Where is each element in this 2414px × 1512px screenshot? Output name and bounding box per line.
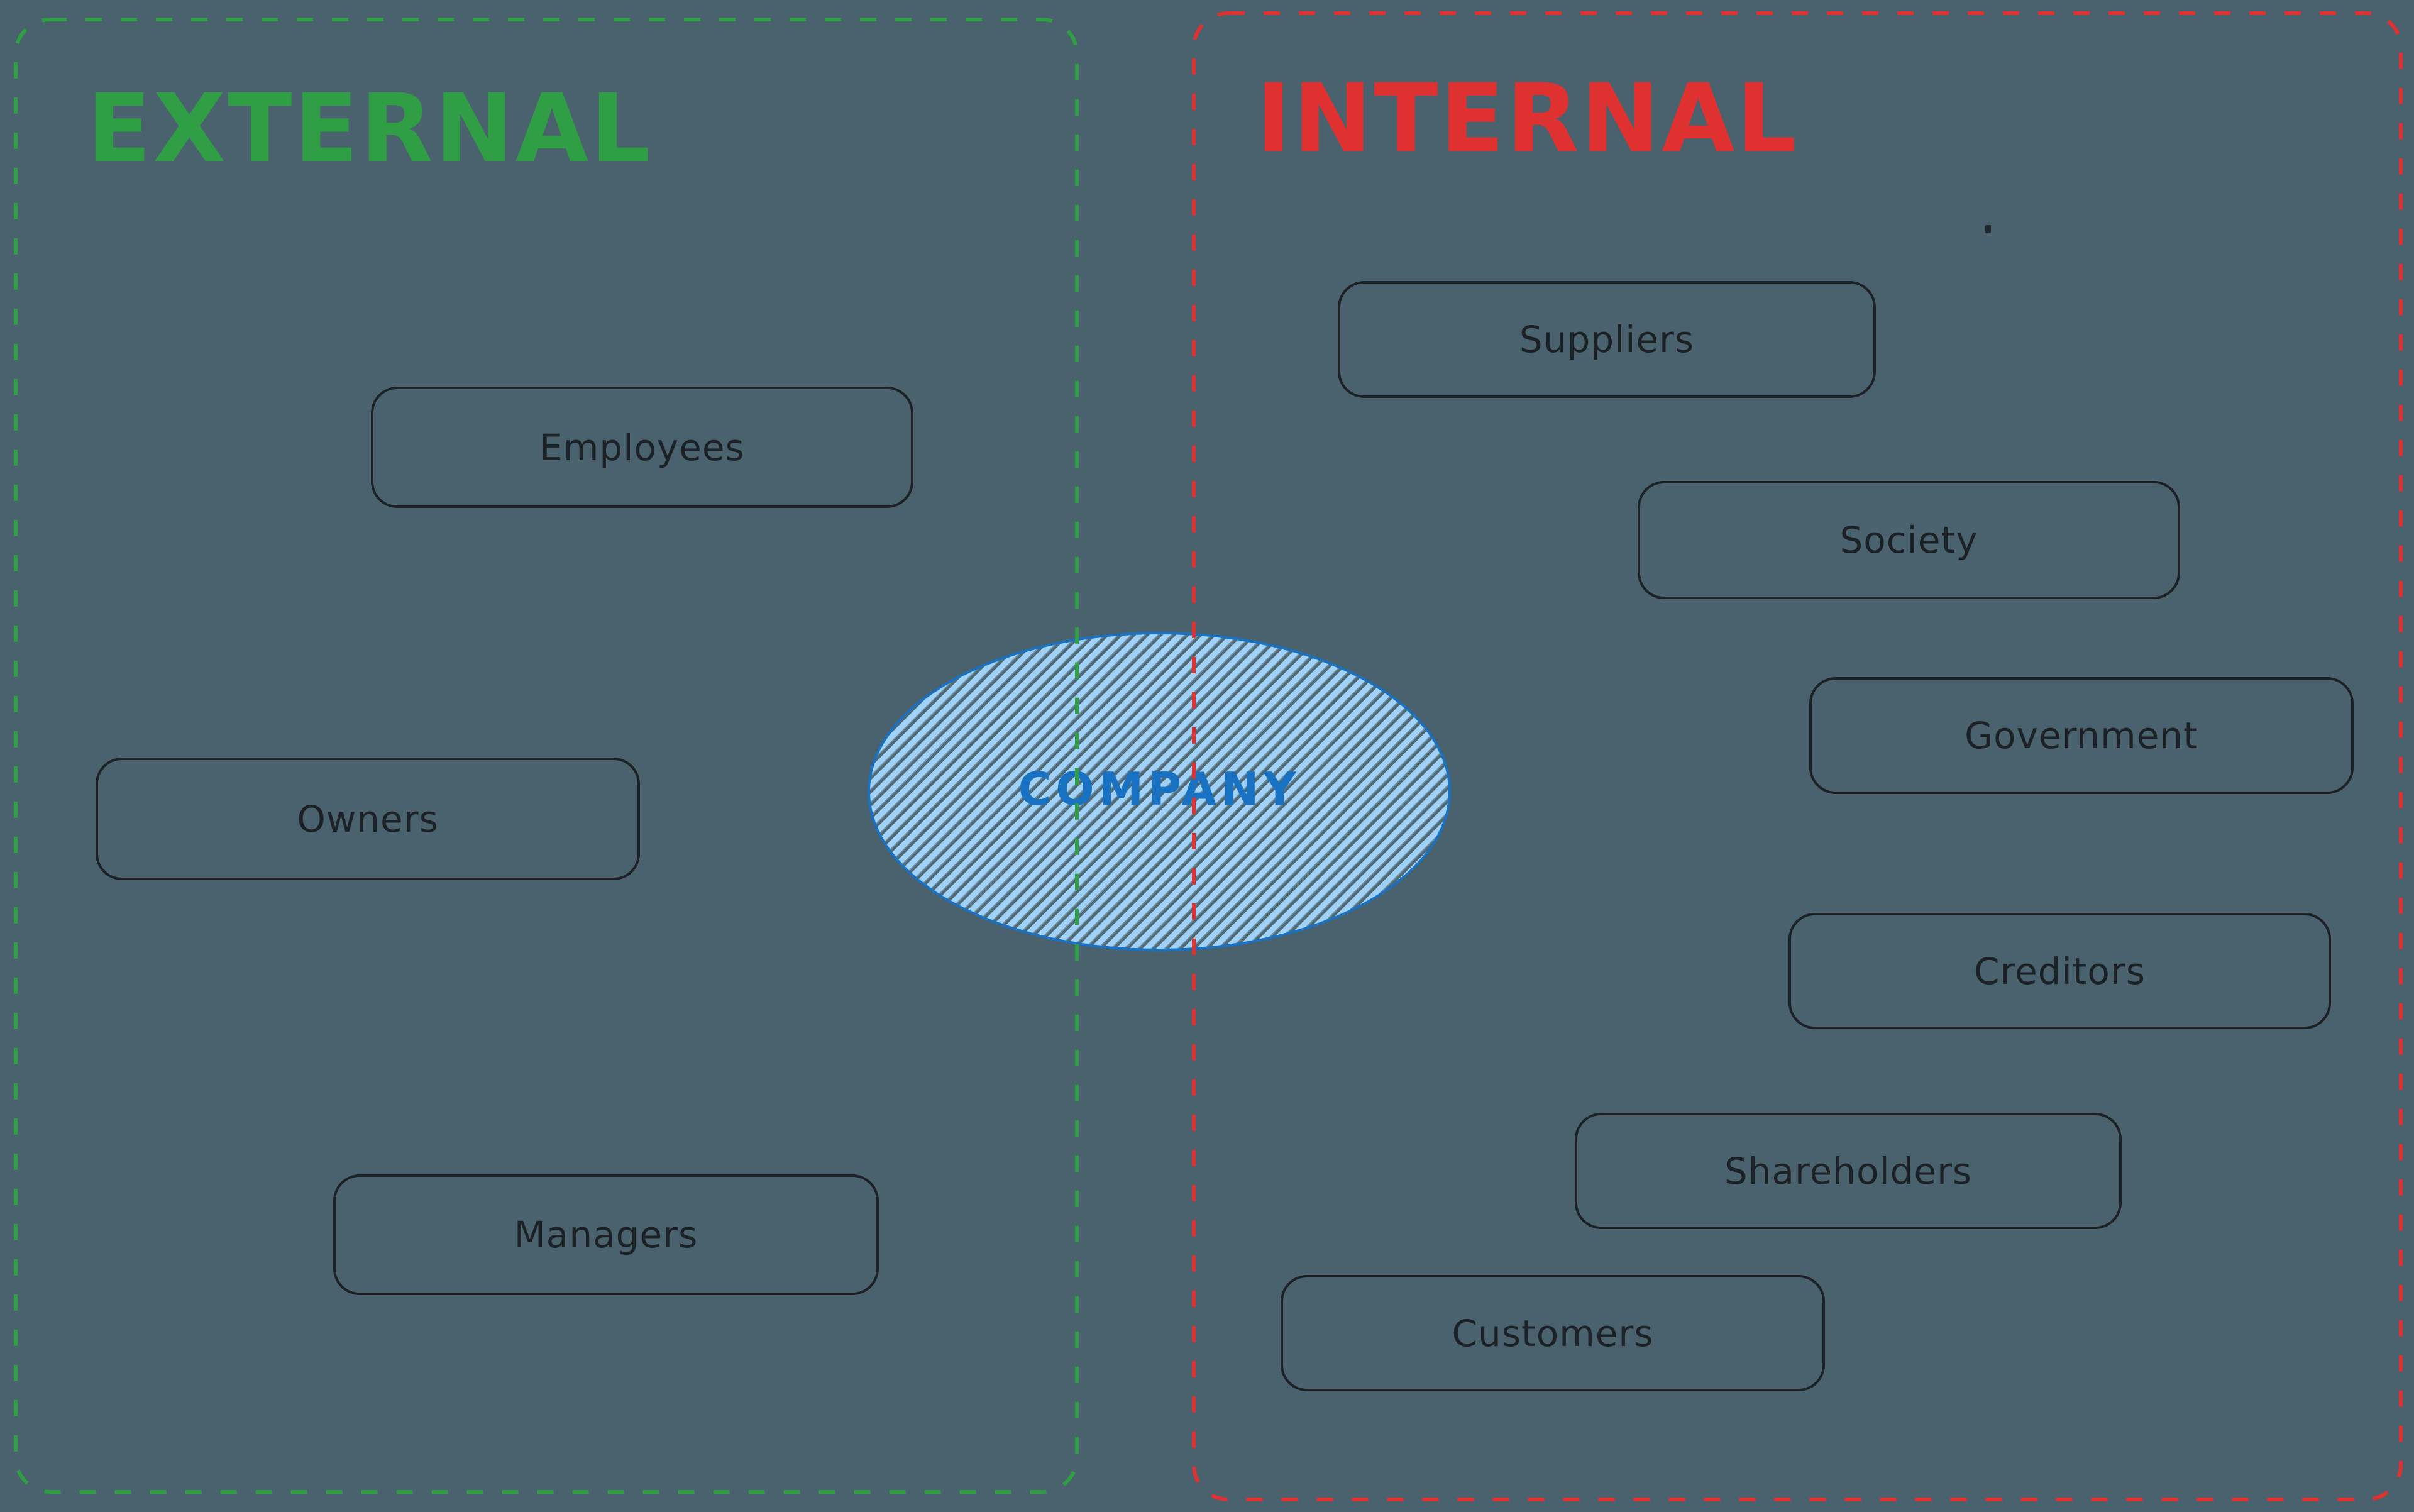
node-government-label: Government	[1965, 714, 2198, 757]
node-employees: Employees	[371, 387, 913, 508]
node-suppliers-label: Suppliers	[1519, 318, 1695, 361]
node-suppliers: Suppliers	[1338, 281, 1876, 398]
node-owners-label: Owners	[297, 797, 439, 841]
node-government: Government	[1809, 677, 2354, 794]
node-customers: Customers	[1281, 1275, 1825, 1391]
node-society-label: Society	[1839, 519, 1978, 561]
node-creditors-label: Creditors	[1974, 949, 2146, 993]
company-ellipse: COMPANY	[868, 632, 1451, 951]
external-group-title: EXTERNAL	[87, 74, 653, 184]
node-shareholders: Shareholders	[1575, 1113, 2122, 1229]
node-customers-label: Customers	[1452, 1311, 1654, 1355]
node-creditors: Creditors	[1788, 913, 2331, 1029]
node-managers-label: Managers	[514, 1213, 698, 1256]
internal-group-title: INTERNAL	[1256, 64, 1799, 174]
node-shareholders-label: Shareholders	[1724, 1149, 1973, 1193]
node-employees-label: Employees	[539, 426, 745, 469]
node-society: Society	[1638, 481, 2180, 599]
ink-speck	[1985, 225, 1991, 233]
company-label: COMPANY	[1018, 763, 1301, 815]
node-owners: Owners	[96, 758, 640, 880]
node-managers: Managers	[333, 1174, 879, 1295]
